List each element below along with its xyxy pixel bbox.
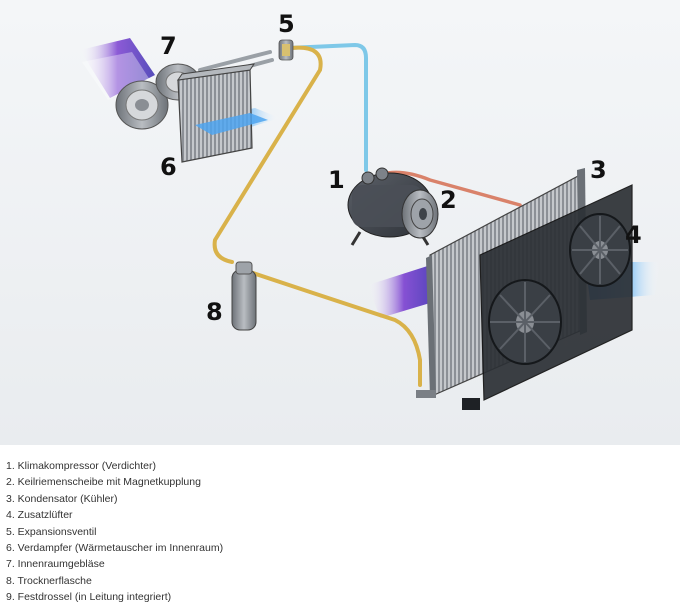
- callout-7: 7: [160, 32, 177, 60]
- fan-rotor-left: [488, 279, 562, 365]
- low-pressure-line: [286, 43, 368, 172]
- legend-item: 2. Keilriemenscheibe mit Magnetkupplung: [6, 476, 201, 489]
- liquid-line-condenser: [248, 270, 422, 387]
- callout-5: 5: [278, 10, 295, 38]
- ac-system-diagram: 1 2 3 4 5 6 7 8: [0, 0, 680, 445]
- receiver-dryer-bottle: [231, 261, 257, 331]
- component-legend: 1. Klimakompressor (Verdichter) 2. Keilr…: [6, 458, 223, 606]
- evaporator: [176, 63, 268, 163]
- auxiliary-fan: [462, 184, 633, 410]
- legend-item: 3. Kondensator (Kühler): [6, 492, 118, 505]
- airflow-condenser-intake: [368, 262, 440, 318]
- legend-item: 4. Zusatzlüfter: [6, 509, 73, 522]
- callout-1: 1: [328, 166, 345, 194]
- callout-3: 3: [590, 156, 607, 184]
- callout-8: 8: [206, 298, 223, 326]
- callout-6: 6: [160, 153, 177, 181]
- liquid-line-evaporator: [212, 45, 323, 264]
- legend-item: 5. Expansionsventil: [6, 525, 97, 538]
- legend-item: 6. Verdampfer (Wärmetauscher im Innenrau…: [6, 541, 224, 554]
- legend-item: 1. Klimakompressor (Verdichter): [6, 460, 156, 472]
- callout-2: 2: [440, 186, 457, 214]
- fan-rotor-right: [569, 213, 631, 287]
- callout-4: 4: [625, 221, 642, 249]
- legend-item: 7. Innenraumgebläse: [6, 558, 105, 571]
- legend-item: 9. Festdrossel (in Leitung integriert): [6, 591, 172, 604]
- pulley-magnetic-clutch: [401, 189, 439, 239]
- expansion-valve: [278, 39, 294, 61]
- legend-item: 8. Trocknerflasche: [6, 574, 92, 587]
